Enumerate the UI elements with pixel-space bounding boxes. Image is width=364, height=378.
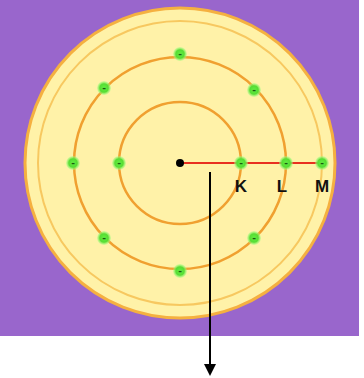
electron-group — [66, 47, 329, 278]
electron — [112, 156, 126, 170]
radius-line — [180, 162, 322, 164]
electron-charge: - — [117, 157, 121, 168]
electron — [247, 231, 261, 245]
atom-disc — [25, 8, 335, 318]
electron — [173, 47, 187, 61]
electron — [66, 156, 80, 170]
arrow-head — [204, 364, 216, 376]
electron-charge: - — [252, 232, 256, 243]
electron — [97, 231, 111, 245]
electron-charge: - — [178, 48, 182, 59]
electron — [173, 264, 187, 278]
nucleus — [176, 159, 184, 167]
electron-charge: - — [284, 157, 288, 168]
electron-charge: - — [102, 232, 106, 243]
m-shell — [38, 21, 322, 305]
pointer-arrow — [209, 172, 211, 366]
background-panel — [0, 0, 359, 336]
electron — [279, 156, 293, 170]
electron — [315, 156, 329, 170]
electron-charge: - — [320, 157, 324, 168]
electron — [97, 81, 111, 95]
electron — [234, 156, 248, 170]
electron-charge: - — [102, 82, 106, 93]
electron-charge: - — [239, 157, 243, 168]
electron-charge: - — [178, 265, 182, 276]
electron — [247, 83, 261, 97]
electron-charge: - — [252, 84, 256, 95]
electron-charge: - — [71, 157, 75, 168]
shell-label: K — [235, 178, 247, 195]
shell-label: M — [315, 178, 329, 195]
shell-label: L — [277, 178, 287, 195]
